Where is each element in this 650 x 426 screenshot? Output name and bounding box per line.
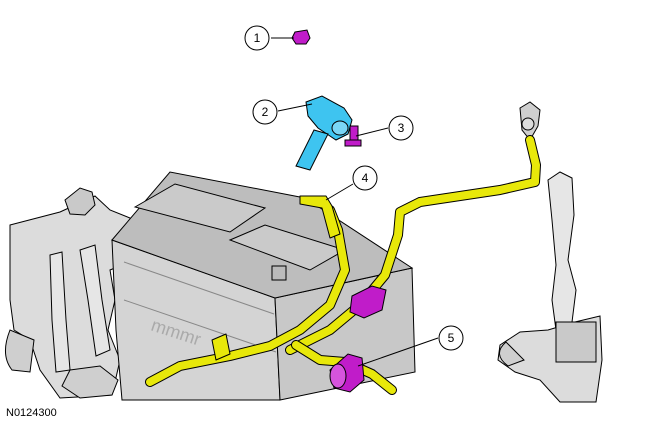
- callout-1: 1: [244, 25, 270, 51]
- callout-2-number: 2: [262, 105, 269, 119]
- engine-bay-surroundings: [5, 101, 603, 403]
- callout-2: 2: [252, 99, 278, 125]
- callout-5-number: 5: [448, 331, 455, 345]
- callout-1-number: 1: [254, 31, 261, 45]
- nut: [291, 29, 311, 45]
- callout-4-number: 4: [362, 171, 369, 185]
- positive-battery-cable: [145, 117, 541, 395]
- callout-4: 4: [352, 165, 378, 191]
- leader-lines: [271, 37, 439, 367]
- negative-battery-terminal-sensor: [295, 95, 353, 171]
- bolt: [344, 125, 362, 147]
- cable-clip: [349, 285, 387, 319]
- callout-3-number: 3: [398, 121, 405, 135]
- cable-connector: [329, 353, 365, 393]
- figure-id-label: N0124300: [6, 407, 57, 419]
- callout-3: 3: [388, 115, 414, 141]
- callout-5: 5: [438, 325, 464, 351]
